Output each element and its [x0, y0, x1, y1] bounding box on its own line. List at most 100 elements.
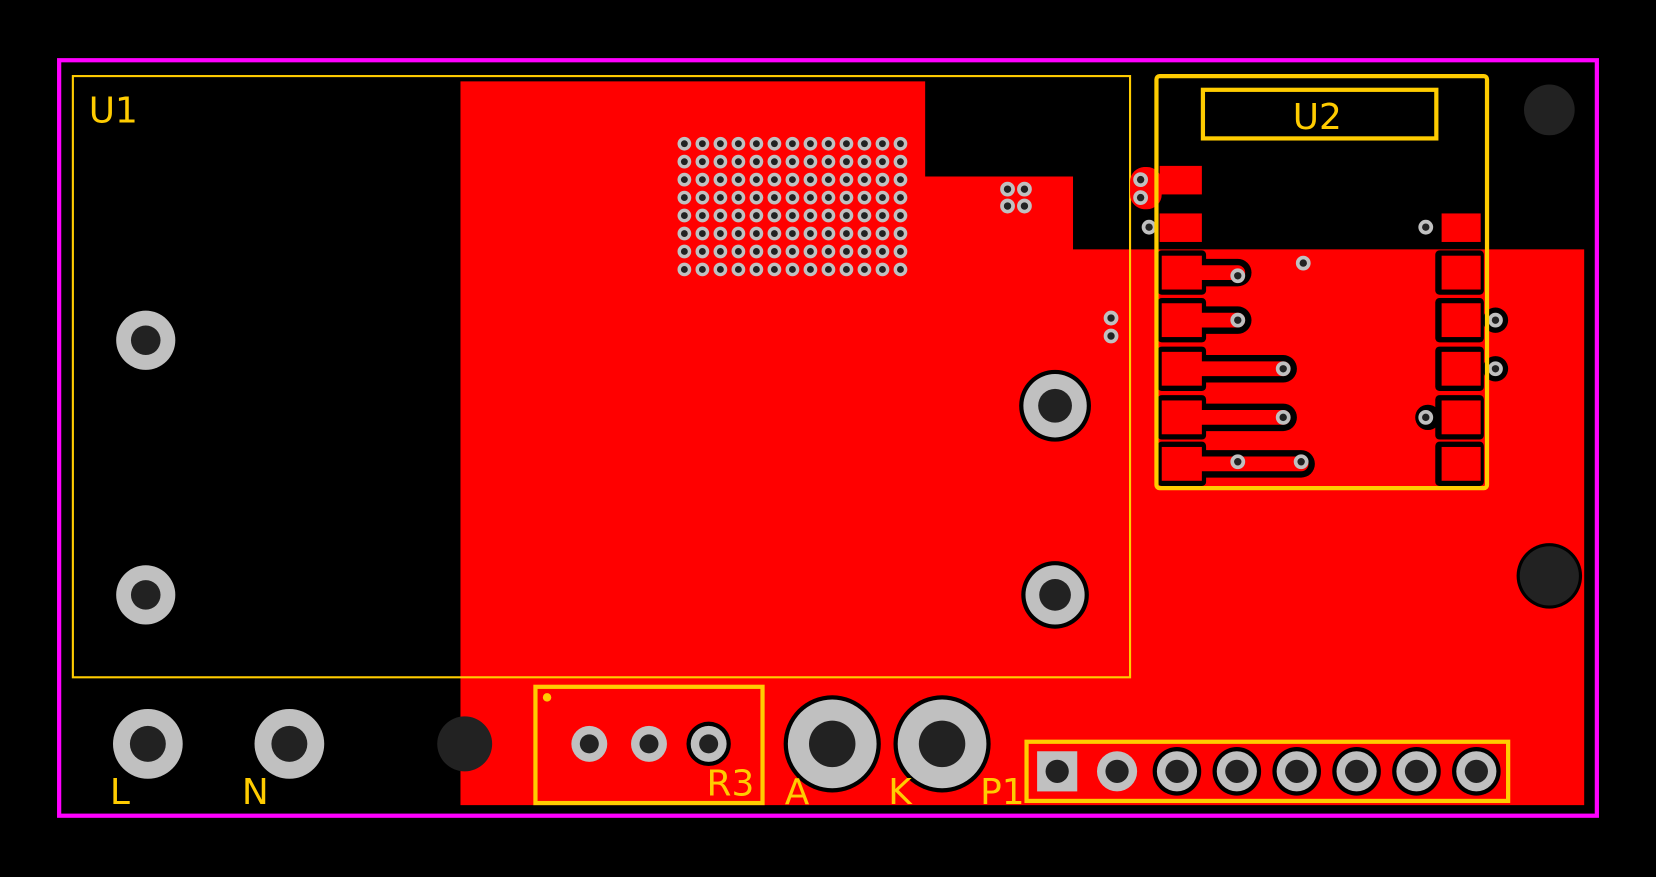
r3-pin-hole[interactable] — [571, 725, 608, 762]
thermal-via — [857, 262, 872, 277]
via-drill — [879, 158, 886, 166]
via-drill — [861, 212, 868, 219]
thermal-via — [677, 208, 692, 223]
via — [1000, 198, 1015, 214]
via-drill — [1020, 185, 1029, 193]
thermal-via — [677, 136, 692, 151]
via-drill — [770, 266, 778, 273]
terminal-l-hole[interactable] — [113, 708, 183, 779]
terminal-n-hole[interactable] — [254, 708, 325, 779]
thermal-via — [821, 226, 836, 241]
cathode-hole[interactable] — [893, 695, 991, 793]
via-drill — [897, 248, 904, 255]
via-drill — [734, 158, 742, 166]
via-drill — [1136, 175, 1145, 184]
via-drill — [752, 230, 760, 237]
thermal-via — [713, 190, 728, 205]
drill-hole — [1105, 759, 1129, 783]
via — [1103, 328, 1119, 344]
drill-hole — [1404, 759, 1429, 783]
via-drill — [734, 176, 742, 184]
component-u1[interactable]: U1 — [71, 75, 1132, 679]
via-drill — [698, 230, 706, 237]
mounting-hole — [1516, 543, 1583, 609]
via-drill — [752, 212, 760, 219]
via-drill — [1234, 272, 1242, 280]
drill-hole — [918, 720, 966, 768]
via-drill — [1491, 316, 1500, 324]
r3-pin1-marker — [542, 693, 552, 702]
cathode-label: K — [888, 772, 913, 813]
thermal-via — [767, 172, 782, 187]
via-drill — [770, 230, 778, 237]
u1-pin-hole[interactable] — [1021, 561, 1089, 629]
p1-pin-hole[interactable] — [1212, 747, 1262, 796]
via — [1275, 361, 1291, 377]
u2-pads — [1157, 165, 1509, 487]
u1-pin-hole[interactable] — [116, 310, 176, 370]
r3-pin-hole[interactable] — [631, 725, 667, 762]
thermal-via — [821, 154, 836, 169]
p1-pin-hole[interactable] — [1452, 747, 1501, 796]
via-drill — [824, 140, 832, 148]
drill-hole — [1165, 759, 1189, 783]
via-drill — [879, 248, 886, 255]
thermal-via — [749, 226, 764, 241]
thermal-via — [713, 208, 728, 223]
drill-hole — [1285, 759, 1309, 783]
component-r3[interactable]: R3 — [533, 684, 765, 806]
thermal-via — [695, 226, 710, 241]
via — [1230, 312, 1246, 328]
drill-hole — [808, 720, 856, 768]
p1-pin-hole[interactable] — [1272, 747, 1321, 796]
thermal-via — [857, 244, 872, 259]
via-drill — [861, 176, 868, 184]
thermal-via — [875, 190, 890, 205]
thermal-via — [695, 244, 710, 259]
r3-label: R3 — [707, 764, 755, 805]
via-drill — [770, 140, 778, 148]
r3-pin-hole[interactable] — [686, 721, 731, 767]
thermal-via — [731, 226, 746, 241]
via-drill — [879, 212, 886, 219]
terminal-l-label: L — [110, 772, 130, 813]
via-drill — [770, 176, 778, 184]
thermal-via — [785, 226, 800, 241]
thermal-via — [785, 172, 800, 187]
thermal-via — [731, 154, 746, 169]
thermal-via — [713, 172, 728, 187]
u1-pin-hole[interactable] — [116, 565, 176, 625]
thermal-via — [803, 154, 818, 169]
via-drill — [788, 140, 796, 148]
via-drill — [698, 158, 706, 166]
thermal-via — [821, 172, 836, 187]
via-drill — [770, 194, 778, 202]
via-drill — [897, 140, 904, 148]
p1-pin-hole[interactable] — [1152, 747, 1202, 796]
thermal-via — [767, 154, 782, 169]
drill-hole — [130, 580, 161, 610]
via-drill — [1279, 413, 1287, 422]
thermal-via — [749, 154, 764, 169]
p1-pin-hole[interactable] — [1096, 751, 1138, 792]
p1-pin-hole[interactable] — [1037, 751, 1078, 792]
u1-pin-hole[interactable] — [1019, 369, 1091, 442]
drill-hole — [1225, 759, 1249, 783]
drill-hole — [1039, 579, 1071, 611]
u2-pad — [1161, 303, 1202, 338]
component-p1[interactable]: P1 — [980, 739, 1511, 813]
p1-pin-hole[interactable] — [1332, 747, 1381, 796]
thermal-via — [803, 136, 818, 151]
thermal-via — [803, 226, 818, 241]
component-u2[interactable]: U2 — [1154, 73, 1490, 491]
via-drill — [752, 140, 760, 148]
thermal-via — [731, 262, 746, 277]
via — [1141, 219, 1157, 235]
p1-pin-hole[interactable] — [1392, 747, 1441, 796]
thermal-via — [731, 244, 746, 259]
anode-hole[interactable] — [783, 695, 881, 793]
via-drill — [770, 212, 778, 219]
via-drill — [680, 230, 688, 237]
via-drill — [897, 176, 904, 184]
thermal-via — [821, 244, 836, 259]
